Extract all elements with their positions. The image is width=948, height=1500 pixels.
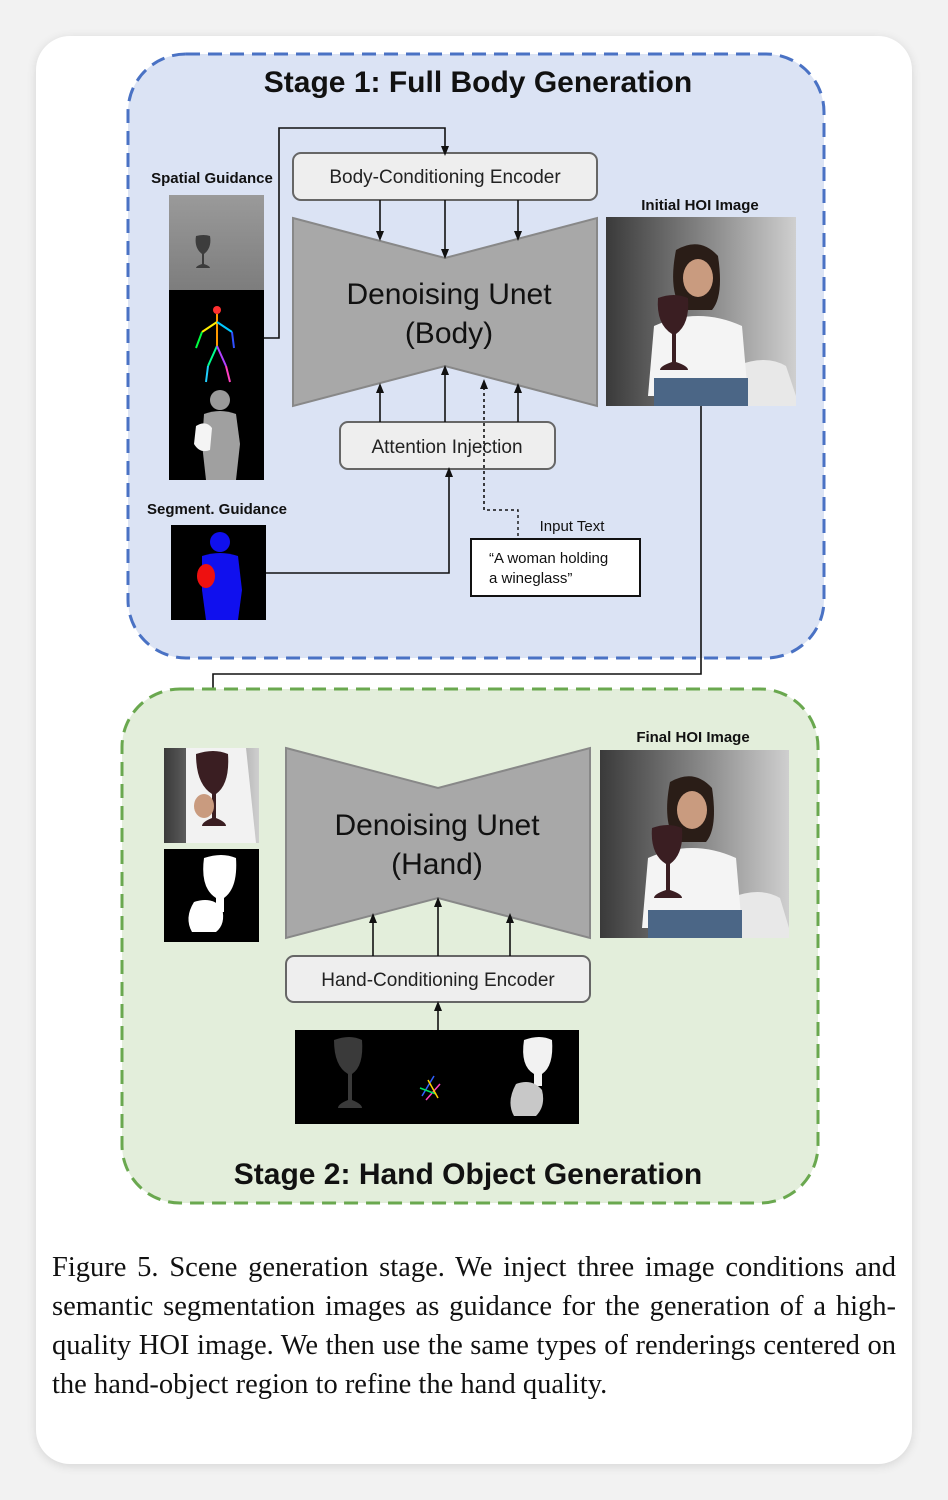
initial-hoi-image — [606, 217, 796, 406]
pipeline-diagram: Stage 1: Full Body Generation Spatial Gu… — [120, 52, 826, 1205]
prompt-line1: “A woman holding — [489, 550, 608, 567]
arrow-spatial-to-encoder — [264, 127, 449, 339]
input-text-label: Input Text — [540, 518, 606, 535]
unet-body-line1: Denoising Unet — [346, 278, 552, 311]
initial-hoi-label: Initial HOI Image — [641, 197, 759, 214]
body-encoder-label: Body-Conditioning Encoder — [329, 167, 561, 188]
arrow-segment-to-attention — [266, 467, 453, 574]
prompt-line2: a wineglass” — [489, 570, 572, 587]
dashed-text-connector — [484, 509, 519, 536]
depth-render-image — [169, 195, 264, 290]
spatial-guidance-label: Spatial Guidance — [151, 170, 273, 187]
prompt-box — [470, 538, 641, 597]
segment-guidance-label: Segment. Guidance — [147, 501, 287, 518]
final-hoi-image — [600, 750, 789, 938]
figure-caption: Figure 5. Scene generation stage. We inj… — [52, 1252, 896, 1400]
attention-injection-label: Attention Injection — [371, 437, 522, 458]
final-hoi-label: Final HOI Image — [636, 729, 749, 746]
stage2-title: Stage 2: Hand Object Generation — [234, 1158, 702, 1191]
unet-hand-line1: Denoising Unet — [334, 809, 540, 842]
unet-body-line2: (Body) — [405, 317, 493, 350]
hand-encoder-label: Hand-Conditioning Encoder — [321, 970, 555, 991]
cropped-hoi-image — [164, 748, 259, 843]
unet-hand-line2: (Hand) — [391, 848, 483, 881]
hand-object-mask-image — [164, 849, 259, 942]
segmentation-image — [171, 525, 266, 620]
pose-skeleton-image — [169, 290, 264, 385]
denoising-unet-hand — [285, 746, 591, 940]
hand-renderings-strip — [295, 1030, 579, 1124]
body-mask-image — [169, 385, 264, 480]
stage1-title: Stage 1: Full Body Generation — [264, 66, 692, 99]
figure-card: Stage 1: Full Body Generation Spatial Gu… — [36, 36, 912, 1464]
